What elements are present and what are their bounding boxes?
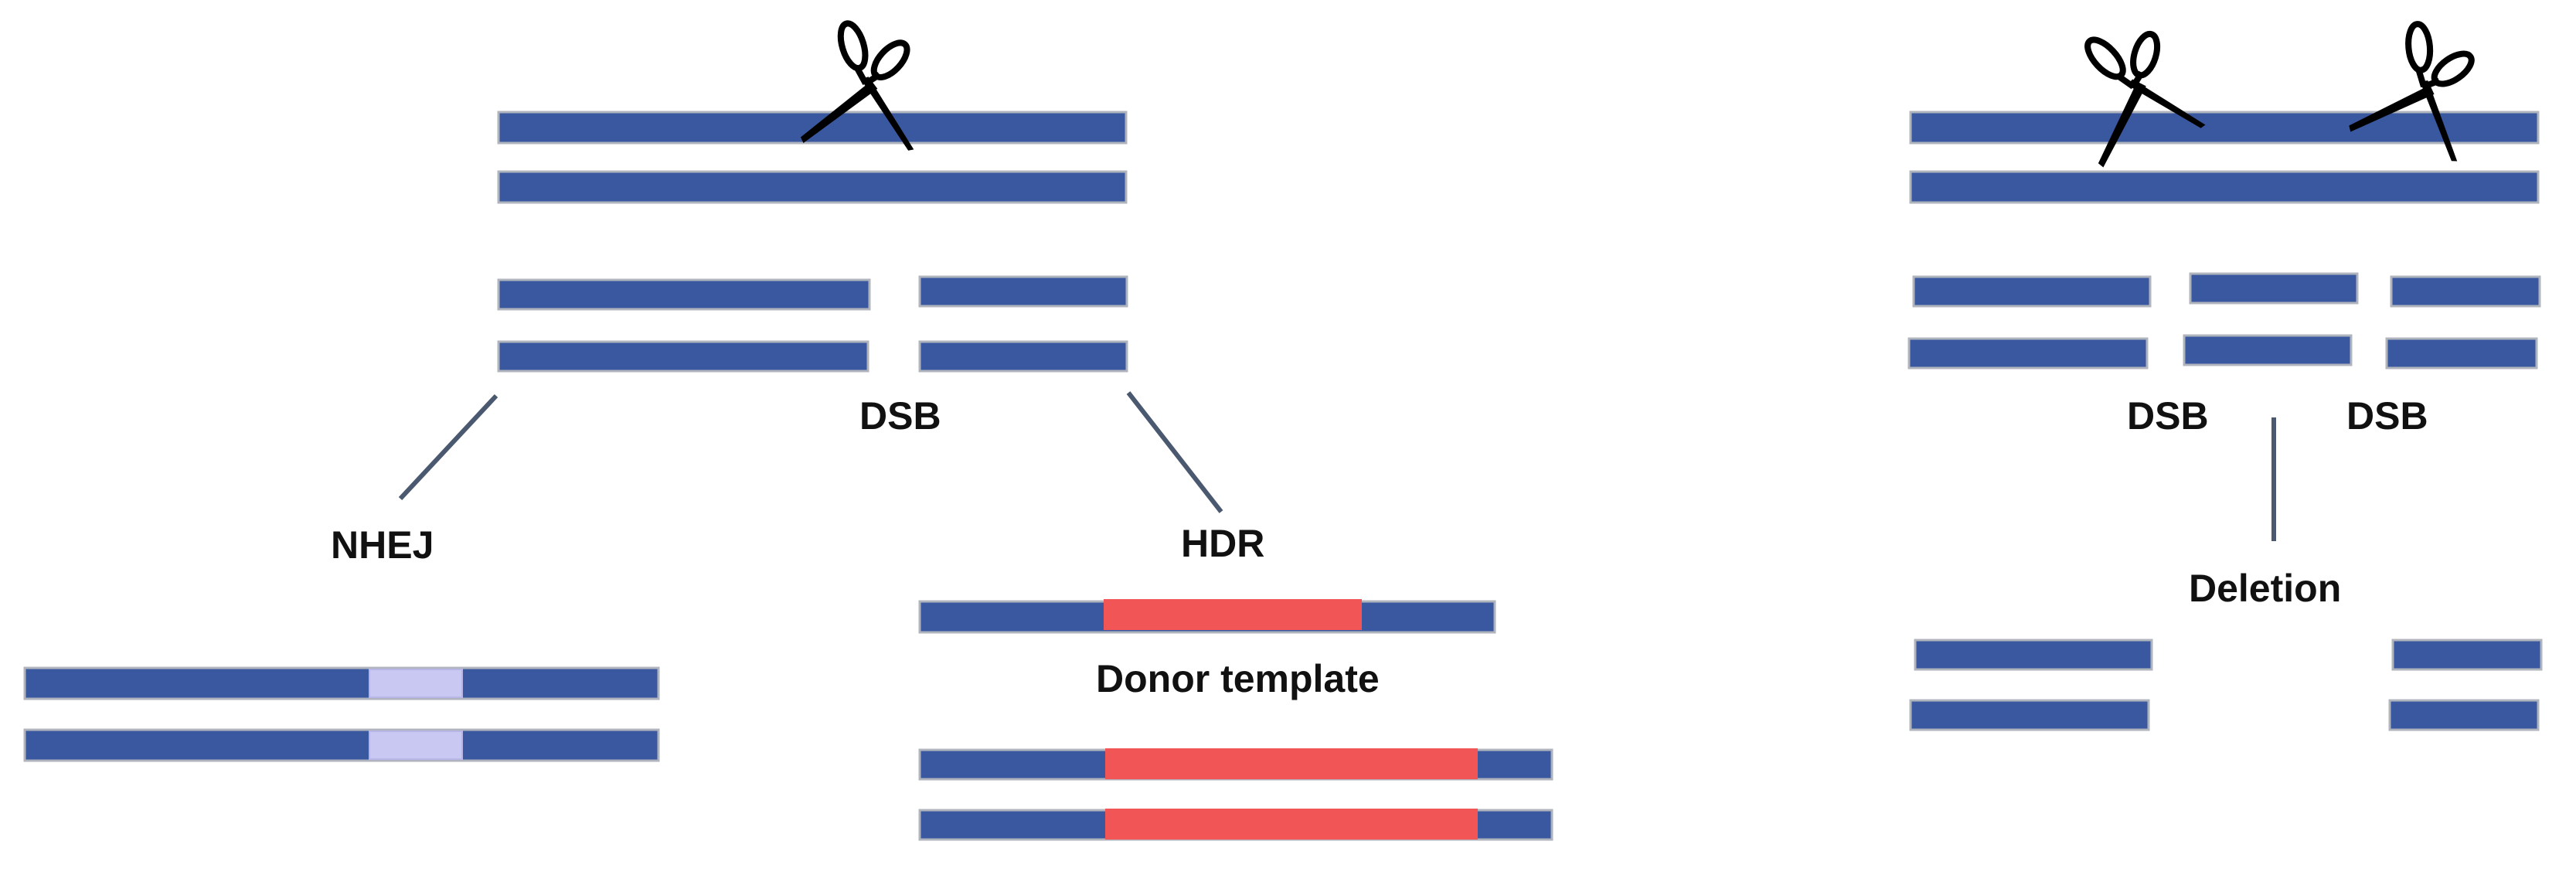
dsb-label: DSB xyxy=(2346,394,2428,438)
hdr-repaired-dna xyxy=(918,748,1553,841)
dna-strand xyxy=(497,170,1128,204)
dna-strand xyxy=(497,340,869,373)
deletion-label: Deletion xyxy=(2189,567,2341,610)
dna-strand xyxy=(2189,272,2359,305)
nhej-repair-segment xyxy=(369,669,463,698)
dna-strand xyxy=(1909,699,2150,731)
donor-template-label: Donor template xyxy=(1096,657,1380,700)
dna-strand xyxy=(1912,275,2152,308)
nhej-repaired-dna xyxy=(23,666,660,762)
connector-line xyxy=(1126,391,1223,513)
dna-strand xyxy=(497,111,1128,145)
dsb-label: DSB xyxy=(859,394,941,438)
nhej-label: NHEJ xyxy=(331,523,434,567)
dna-broken-right xyxy=(1907,272,2541,370)
scissors-icon xyxy=(2060,11,2208,169)
dna-intact-top xyxy=(497,111,1128,204)
dna-strand xyxy=(918,340,1128,373)
hdr-insert-segment xyxy=(1104,599,1362,630)
dna-strand xyxy=(2390,275,2541,308)
deletion-result-dna xyxy=(1909,639,2543,731)
dsb-label: DSB xyxy=(2127,394,2209,438)
dna-strand xyxy=(2183,334,2353,366)
dna-strand xyxy=(2385,337,2538,370)
hdr-insert-segment xyxy=(1105,809,1478,840)
dna-strand xyxy=(1909,170,2540,204)
nhej-repair-segment xyxy=(369,731,463,760)
dna-intact-right xyxy=(1909,111,2540,204)
dna-strand xyxy=(497,278,871,311)
dna-strand xyxy=(2391,639,2543,671)
dna-strand xyxy=(2388,699,2540,731)
dna-strand xyxy=(1907,337,2149,370)
dna-broken-left xyxy=(497,275,1128,373)
dna-strand xyxy=(23,666,660,700)
hdr-insert-segment xyxy=(1105,748,1478,779)
connector-line xyxy=(398,393,499,501)
scissors-icon xyxy=(2347,10,2498,170)
dna-strand xyxy=(23,728,660,762)
dna-strand xyxy=(1914,639,2153,671)
hdr-label: HDR xyxy=(1181,522,1264,565)
dna-strand xyxy=(1909,111,2540,145)
dna-strand xyxy=(918,275,1128,308)
donor-template-dna xyxy=(918,599,1496,634)
